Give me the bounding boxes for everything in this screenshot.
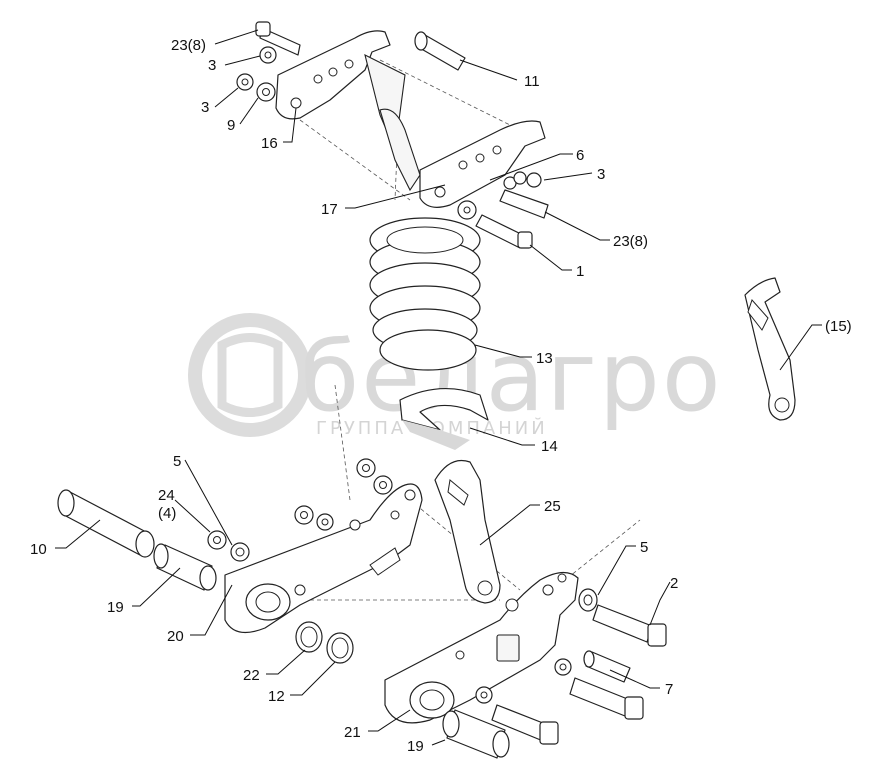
plate-17 bbox=[419, 120, 546, 208]
lower-arm-21 bbox=[384, 571, 579, 724]
label-14: 14 bbox=[541, 438, 558, 455]
arm-25 bbox=[434, 459, 501, 604]
spacer-14 bbox=[399, 388, 489, 450]
brand-badge-icon bbox=[496, 634, 520, 662]
washer-3-top-a bbox=[259, 46, 277, 64]
washer-5-right bbox=[578, 588, 598, 612]
label-2: 2 bbox=[670, 575, 678, 592]
pin-11 bbox=[414, 31, 466, 71]
label-10: 10 bbox=[30, 541, 47, 558]
arm-15 bbox=[744, 277, 796, 421]
label-21: 21 bbox=[344, 724, 361, 741]
label-5-right: 5 bbox=[640, 539, 648, 556]
label-12: 12 bbox=[268, 688, 285, 705]
pin-7 bbox=[583, 650, 631, 683]
label-13: 13 bbox=[536, 350, 553, 367]
label-1: 1 bbox=[576, 263, 584, 280]
label-15: (15) bbox=[825, 318, 852, 335]
label-22: 22 bbox=[243, 667, 260, 684]
bolt-23-right bbox=[499, 171, 549, 219]
washer-3-top-b bbox=[236, 73, 254, 91]
label-23-8-top: 23(8) bbox=[171, 37, 206, 54]
label-3-top-a: 3 bbox=[208, 57, 216, 74]
label-4: (4) bbox=[158, 505, 176, 522]
lower-arm-20 bbox=[224, 483, 423, 634]
label-24: 24 bbox=[158, 487, 175, 504]
bolt-2 bbox=[592, 604, 667, 647]
label-5-left: 5 bbox=[173, 453, 181, 470]
watermark-logo-icon bbox=[188, 313, 312, 437]
bolt-23-top bbox=[255, 21, 301, 56]
bolt-7-lower bbox=[554, 658, 644, 720]
label-16: 16 bbox=[261, 135, 278, 152]
nut-24 bbox=[207, 530, 227, 550]
leader-lines bbox=[55, 29, 822, 746]
nut-9 bbox=[256, 82, 276, 102]
ring-22 bbox=[295, 621, 323, 653]
ring-12 bbox=[326, 632, 354, 664]
bushing-10 bbox=[57, 489, 155, 558]
label-3-top-b: 3 bbox=[201, 99, 209, 116]
bolt-1 bbox=[475, 214, 533, 249]
spring-13 bbox=[369, 217, 481, 371]
bolt-21-lower bbox=[475, 686, 559, 745]
part-labels: 23(8) 3 3 9 16 11 6 3 17 23(8) 1 (15) 13… bbox=[30, 37, 852, 755]
bushing-19-left bbox=[153, 543, 217, 591]
nuts-20 bbox=[294, 458, 393, 531]
label-17: 17 bbox=[321, 201, 338, 218]
label-6: 6 bbox=[576, 147, 584, 164]
label-23-8-right: 23(8) bbox=[613, 233, 648, 250]
label-20: 20 bbox=[167, 628, 184, 645]
label-11: 11 bbox=[524, 73, 540, 90]
washer-5-left bbox=[230, 542, 250, 562]
watermark-brand: белагро bbox=[300, 321, 723, 433]
label-19-left: 19 bbox=[107, 599, 124, 616]
label-3-right: 3 bbox=[597, 166, 605, 183]
label-7: 7 bbox=[665, 681, 673, 698]
bushing-19-bottom bbox=[442, 709, 510, 759]
label-9: 9 bbox=[227, 117, 235, 134]
label-19-bottom: 19 bbox=[407, 738, 424, 755]
label-25: 25 bbox=[544, 498, 561, 515]
plate-16 bbox=[275, 30, 421, 192]
washer-under-17 bbox=[457, 200, 477, 220]
